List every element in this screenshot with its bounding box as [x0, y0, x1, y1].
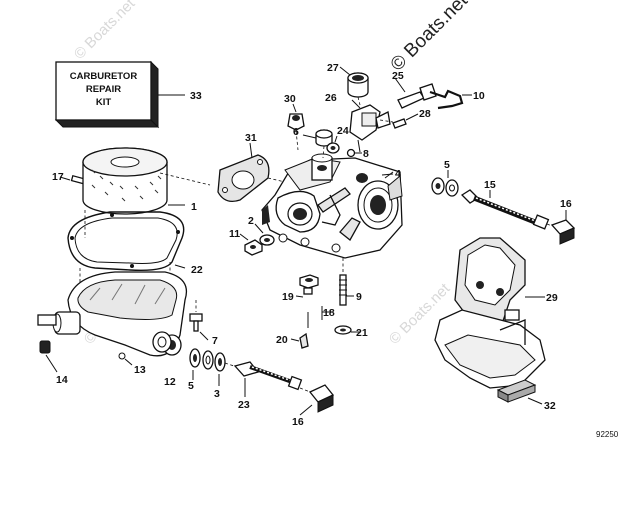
callout-29: 29 — [546, 292, 558, 304]
part-30 — [287, 103, 305, 131]
callout-10: 10 — [473, 90, 485, 102]
callout-6: 6 — [293, 126, 299, 138]
needle-assembly-15 — [460, 189, 553, 230]
callout-20: 20 — [276, 334, 288, 346]
callout-22: 22 — [191, 264, 203, 276]
callout-32: 32 — [544, 400, 556, 412]
callout-4: 4 — [395, 168, 401, 180]
callout-5-right: 5 — [444, 159, 450, 171]
callout-28: 28 — [419, 108, 431, 120]
callout-26: 26 — [325, 92, 337, 104]
needle-assembly-23 — [224, 361, 335, 416]
callout-15: 15 — [484, 179, 496, 191]
callout-24: 24 — [337, 125, 349, 137]
fitting-27 — [339, 66, 369, 98]
callout-27: 27 — [327, 62, 339, 74]
gasket — [67, 211, 186, 272]
callout-13: 13 — [134, 364, 146, 376]
flange-gasket — [217, 142, 286, 203]
screw-7 — [189, 300, 209, 341]
plug-16-right — [550, 210, 576, 245]
float-bowl — [37, 262, 188, 357]
washers-right — [431, 170, 459, 197]
washer-2-nut-11 — [239, 223, 275, 256]
float-assembly — [59, 147, 211, 238]
callout-11: 11 — [229, 228, 240, 240]
callout-labels: 33 17 1 22 14 13 12 5 3 7 23 16 31 2 11 … — [52, 62, 619, 439]
fuel-jet-assembly — [290, 258, 360, 349]
callout-25: 25 — [392, 70, 404, 82]
reference-number: 92250 — [596, 430, 619, 439]
carburetor-body — [261, 119, 403, 259]
leader-4 — [381, 173, 394, 176]
valve-assembly — [349, 77, 437, 153]
watermark-faint-1: © Boats.net — [71, 0, 139, 63]
kit-line-3: KIT — [96, 97, 112, 108]
callout-7: 7 — [212, 335, 218, 347]
callout-18: 18 — [323, 307, 335, 319]
callout-3: 3 — [214, 388, 220, 400]
bowl-washers — [189, 348, 226, 386]
callout-17: 17 — [52, 171, 64, 183]
callout-16-bottom: 16 — [292, 416, 304, 428]
callout-31: 31 — [245, 132, 257, 144]
cap-6-and-parts — [302, 129, 362, 159]
callout-16-right: 16 — [560, 198, 572, 210]
callout-14: 14 — [56, 374, 68, 386]
plug-and-ball — [39, 340, 133, 373]
callout-33: 33 — [190, 90, 202, 102]
callout-30: 30 — [284, 93, 296, 105]
bracket-29 — [434, 237, 546, 389]
callout-21: 21 — [356, 327, 368, 339]
callout-1: 1 — [191, 201, 197, 213]
callout-9: 9 — [356, 291, 362, 303]
link-rod-10 — [429, 89, 472, 110]
callout-23: 23 — [238, 399, 250, 411]
callout-19: 19 — [282, 291, 294, 303]
kit-line-2: REPAIR — [86, 84, 121, 95]
pad-32 — [496, 379, 543, 405]
callout-12: 12 — [164, 376, 176, 388]
watermark-main: © Boats.net — [387, 0, 473, 76]
repair-kit-box: CARBURETOR REPAIR KIT — [54, 60, 185, 129]
callout-5-left: 5 — [188, 380, 194, 392]
callout-8: 8 — [363, 148, 369, 160]
callout-2: 2 — [248, 215, 254, 227]
kit-line-1: CARBURETOR — [70, 71, 138, 82]
